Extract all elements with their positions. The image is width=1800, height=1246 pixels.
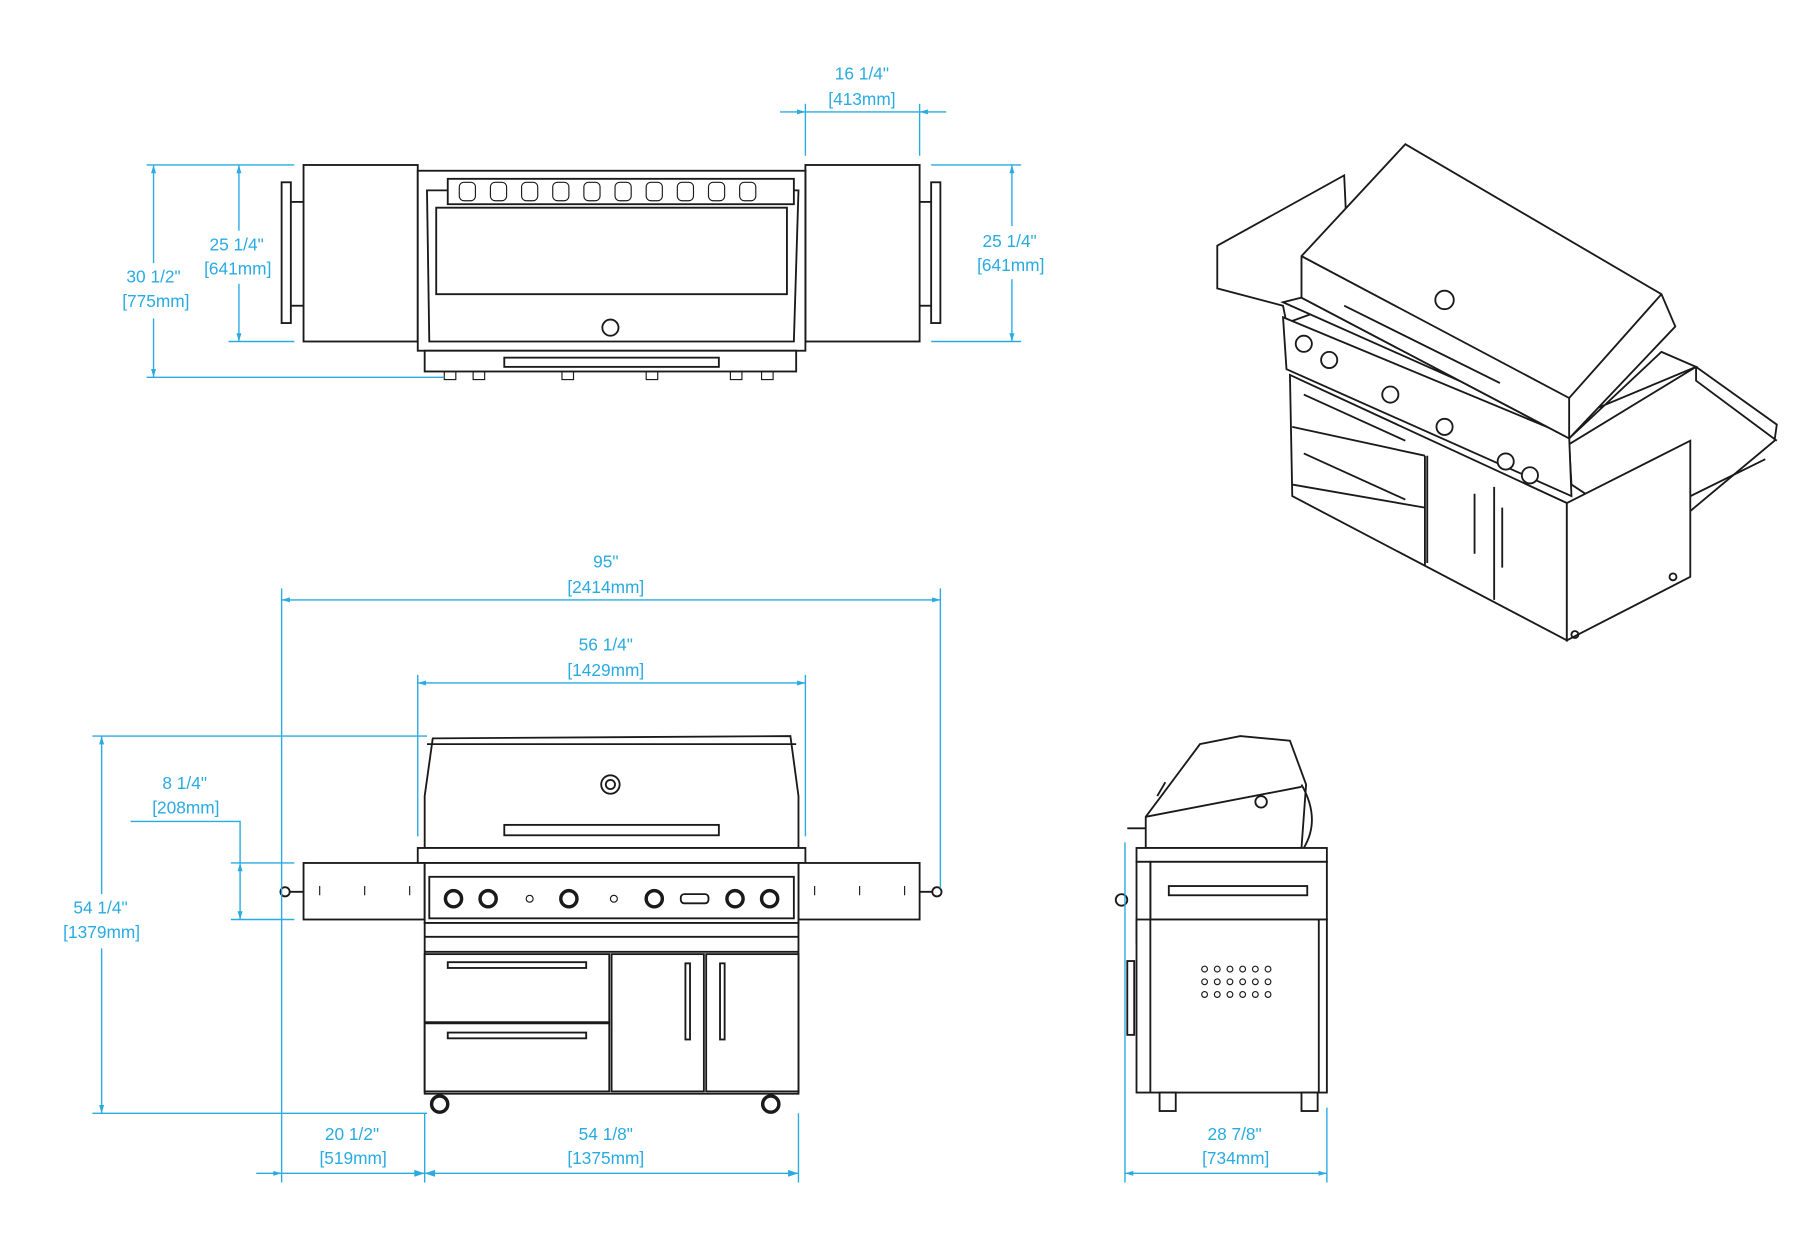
- front-thermometer: [600, 774, 621, 795]
- logo-badge: [679, 893, 710, 905]
- caster-feet-top: [443, 370, 774, 381]
- side-door-handle: [1126, 960, 1136, 1036]
- right-shelf-handle: [930, 181, 942, 324]
- front-lid-handle: [503, 823, 720, 837]
- dim-right-shelf-depth-imperial: 25 1/4": [982, 231, 1036, 251]
- side-view: 28 7/8" [734mm]: [1114, 735, 1328, 1183]
- front-rim: [416, 847, 807, 864]
- side-cabinet: [1135, 918, 1328, 1094]
- dim-shelf-height-metric: [208mm]: [152, 797, 219, 817]
- iso-cabinet-side: [1565, 439, 1692, 642]
- dim-overall-height-imperial: 54 1/4": [73, 898, 127, 918]
- side-rim: [1135, 847, 1328, 863]
- side-caster-right: [1300, 1091, 1319, 1112]
- ignition-button-right: [609, 894, 618, 903]
- side-shelf-profile: [1167, 885, 1309, 897]
- dim-overall-width-imperial: 95": [593, 552, 618, 572]
- dim-left-shelf-depth-metric: [641mm]: [204, 259, 271, 279]
- dim-shelf-width-imperial: 20 1/2": [325, 1124, 379, 1144]
- dim-shelf-width-metric: [519mm]: [319, 1148, 386, 1168]
- iso-right-shelf-handle: [1678, 458, 1766, 503]
- caster-right: [760, 1094, 781, 1114]
- dim-cart-width-metric: [1375mm]: [567, 1148, 644, 1168]
- ignition-button-left: [525, 894, 534, 903]
- caster-left: [429, 1094, 450, 1114]
- dim-grease-tray-metric: [413mm]: [828, 89, 895, 109]
- iso-lid: [1300, 143, 1677, 440]
- dim-right-shelf-depth-metric: [641mm]: [977, 255, 1044, 275]
- dim-shelf-height-imperial: 8 1/4": [162, 773, 207, 793]
- dim-overall-height-metric: [1379mm]: [63, 922, 140, 942]
- right-side-shelf: [804, 164, 921, 343]
- front-handle-top: [503, 356, 720, 368]
- iso-control-panel: [1282, 315, 1573, 498]
- left-handle-end: [279, 886, 291, 898]
- dim-cart-depth-imperial: 28 7/8": [1207, 1124, 1261, 1144]
- isometric-view: [1216, 143, 1778, 642]
- vent-holes: [1201, 965, 1272, 998]
- dim-grill-head-width-imperial: 56 1/4": [579, 635, 633, 655]
- lid-thermometer-top: [601, 318, 620, 337]
- dim-overall-width-metric: [2414mm]: [567, 577, 644, 597]
- side-caster-left: [1158, 1091, 1177, 1112]
- right-handle-end: [931, 886, 943, 898]
- dim-overall-depth-metric: [775mm]: [122, 291, 189, 311]
- dim-grill-head-width-metric: [1429mm]: [567, 660, 644, 680]
- front-view: 95" [2414mm] 56 1/4" [1429mm] 54 1/4" [1…: [63, 552, 943, 1183]
- top-view: 16 1/4" [413mm] 30 1/2" [775mm] 25 1/4" …: [122, 64, 1044, 381]
- vent-slots: [458, 181, 757, 202]
- dim-grease-tray-imperial: 16 1/4": [835, 64, 889, 84]
- dim-overall-depth-imperial: 30 1/2": [126, 267, 180, 287]
- iso-thermometer: [1434, 289, 1455, 311]
- left-side-shelf: [302, 164, 419, 343]
- burner-knobs: [443, 888, 780, 909]
- dim-left-shelf-depth-imperial: 25 1/4": [210, 234, 264, 254]
- left-shelf-handle: [280, 181, 292, 324]
- dim-cart-width-imperial: 54 1/8": [579, 1124, 633, 1144]
- side-thermometer: [1254, 795, 1268, 809]
- dim-cart-depth-metric: [734mm]: [1202, 1148, 1269, 1168]
- iso-lid-handle: [1343, 304, 1501, 384]
- iso-knobs: [1294, 334, 1539, 485]
- side-lid: [1144, 735, 1308, 849]
- open-lid: [426, 189, 800, 343]
